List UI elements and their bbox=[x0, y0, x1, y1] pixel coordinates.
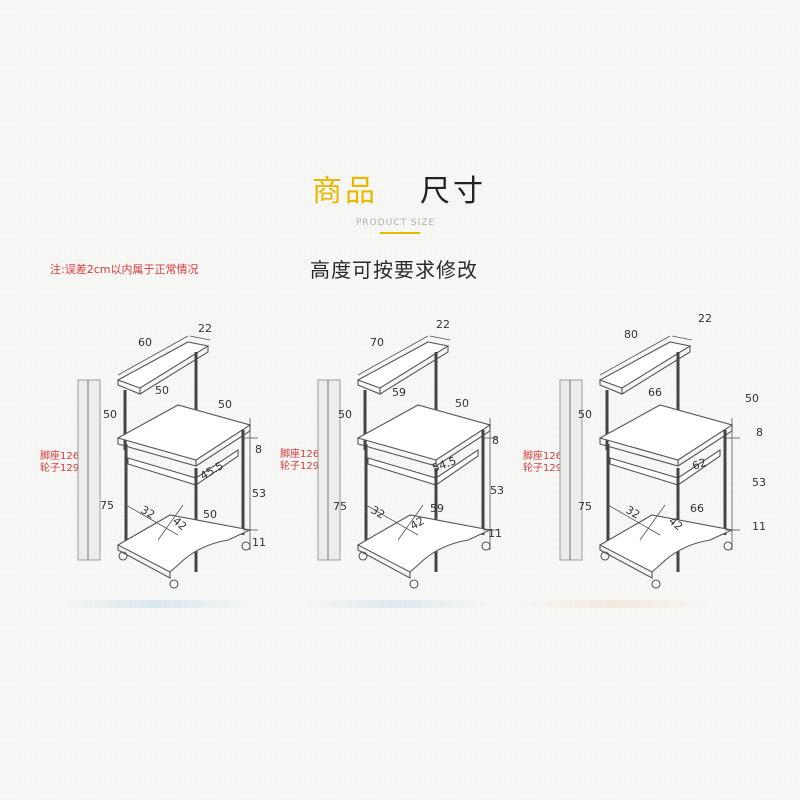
dim-base-depth-1: 32 bbox=[139, 503, 158, 521]
dim-keyboard-gap-1: 8 bbox=[255, 443, 262, 456]
dim-top-depth-3: 22 bbox=[698, 312, 712, 325]
dim-desk-width-2: 59 bbox=[392, 386, 406, 399]
dim-desk-height-1: 53 bbox=[252, 487, 266, 500]
dim-top-depth-2: 22 bbox=[436, 318, 450, 331]
dim-keyboard-gap-2: 8 bbox=[492, 434, 499, 447]
dim-base-diag-2: 42 bbox=[408, 514, 427, 532]
dim-base-width-3: 66 bbox=[690, 502, 704, 515]
dim-total-height-3: 75 bbox=[578, 500, 592, 513]
dim-desk-width-1: 50 bbox=[155, 384, 169, 397]
floor-shadow-3 bbox=[520, 600, 710, 608]
dim-desk-depth-1: 50 bbox=[218, 398, 232, 411]
dim-shelf-gap-2: 50 bbox=[338, 408, 352, 421]
dim-total-height-2: 75 bbox=[333, 500, 347, 513]
floor-shadow-2 bbox=[300, 600, 490, 608]
dim-wheel-height-2: 11 bbox=[488, 527, 502, 540]
title-product: 商品 bbox=[312, 174, 378, 209]
dim-desk-depth-3: 50 bbox=[745, 392, 759, 405]
dim-base-depth-2: 32 bbox=[369, 503, 388, 521]
dim-desk-height-3: 53 bbox=[752, 476, 766, 489]
dim-total-height-1: 75 bbox=[100, 499, 114, 512]
dim-top-length-2: 70 bbox=[370, 336, 384, 349]
desk-drawing-1 bbox=[76, 334, 260, 590]
dim-base-width-1: 50 bbox=[203, 508, 217, 521]
dim-top-depth-1: 22 bbox=[198, 322, 212, 335]
dim-top-length-3: 80 bbox=[624, 328, 638, 341]
dim-shelf-gap-3: 50 bbox=[578, 408, 592, 421]
dim-wheel-height-1: 11 bbox=[252, 536, 266, 549]
dim-top-length-1: 60 bbox=[138, 336, 152, 349]
title-size: 尺寸 bbox=[420, 174, 486, 209]
dim-desk-height-2: 53 bbox=[490, 484, 504, 497]
dim-base-depth-3: 32 bbox=[624, 503, 643, 521]
desk-drawing-3 bbox=[558, 334, 742, 590]
error-note: 注:误差2cm以内属于正常情况 bbox=[50, 263, 199, 276]
headline: 高度可按要求修改 bbox=[310, 258, 478, 282]
dim-keyboard-gap-3: 8 bbox=[756, 426, 763, 439]
subtitle: PRODUCT SIZE bbox=[356, 218, 436, 228]
dim-base-width-2: 59 bbox=[430, 502, 444, 515]
dim-shelf-gap-1: 50 bbox=[103, 408, 117, 421]
dim-desk-depth-2: 50 bbox=[455, 397, 469, 410]
subtitle-underline bbox=[380, 232, 420, 234]
desk-drawing-2 bbox=[316, 334, 500, 590]
dim-desk-width-3: 66 bbox=[648, 386, 662, 399]
floor-shadow-1 bbox=[60, 600, 250, 608]
dim-wheel-height-3: 11 bbox=[752, 520, 766, 533]
dim-keyboard-width-3: 62 bbox=[691, 456, 709, 473]
